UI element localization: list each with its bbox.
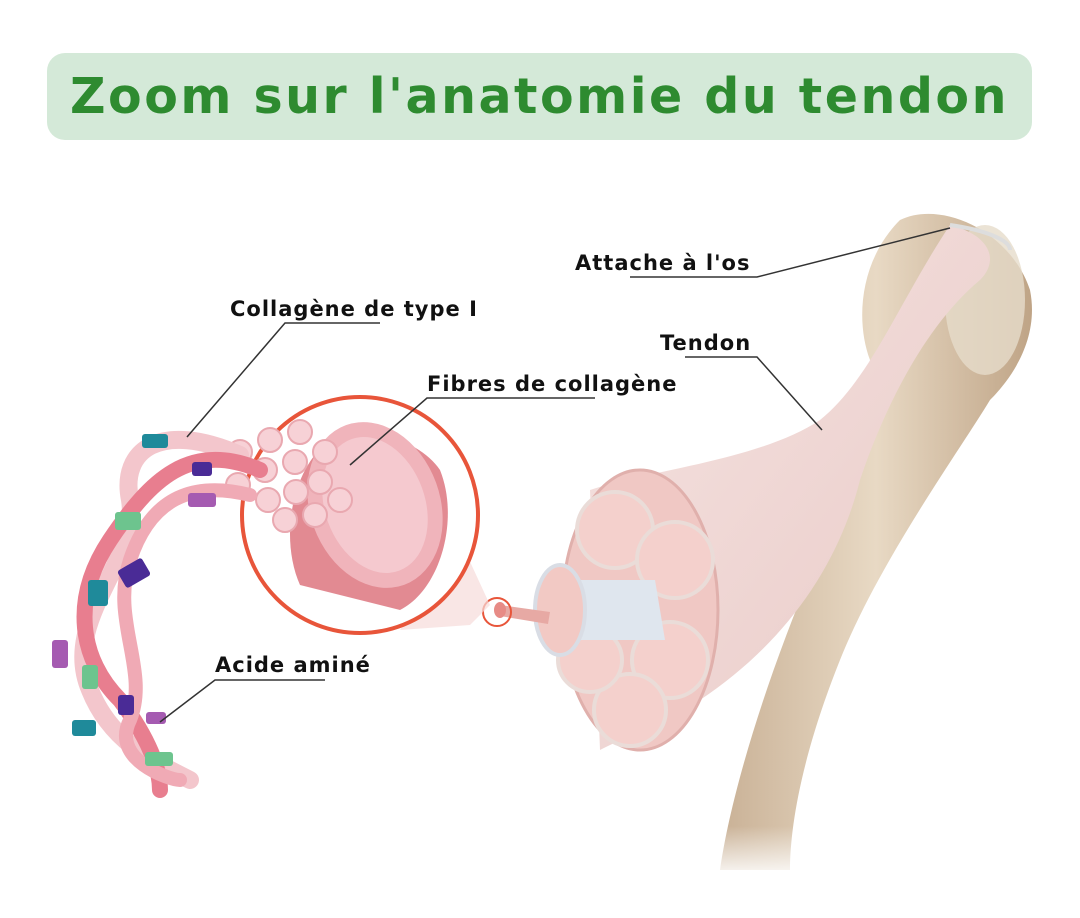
leader-lines [159, 227, 951, 723]
title-banner: Zoom sur l'anatomie du tendon [47, 53, 1032, 140]
bone [700, 213, 1032, 880]
page-title: Zoom sur l'anatomie du tendon [70, 68, 1009, 125]
label-tendon: Tendon [660, 331, 752, 355]
amino-acid-markers [52, 434, 216, 766]
collagen-helix [74, 430, 268, 798]
collagen-fiber-zoom [225, 395, 480, 635]
label-collagen-fibers: Fibres de collagène [427, 372, 678, 396]
label-amino-acid: Acide aminé [215, 653, 371, 677]
tendon-cross-section [482, 468, 720, 752]
label-bone-attachment: Attache à l'os [575, 251, 751, 275]
label-collagen-type1: Collagène de type I [230, 297, 478, 321]
